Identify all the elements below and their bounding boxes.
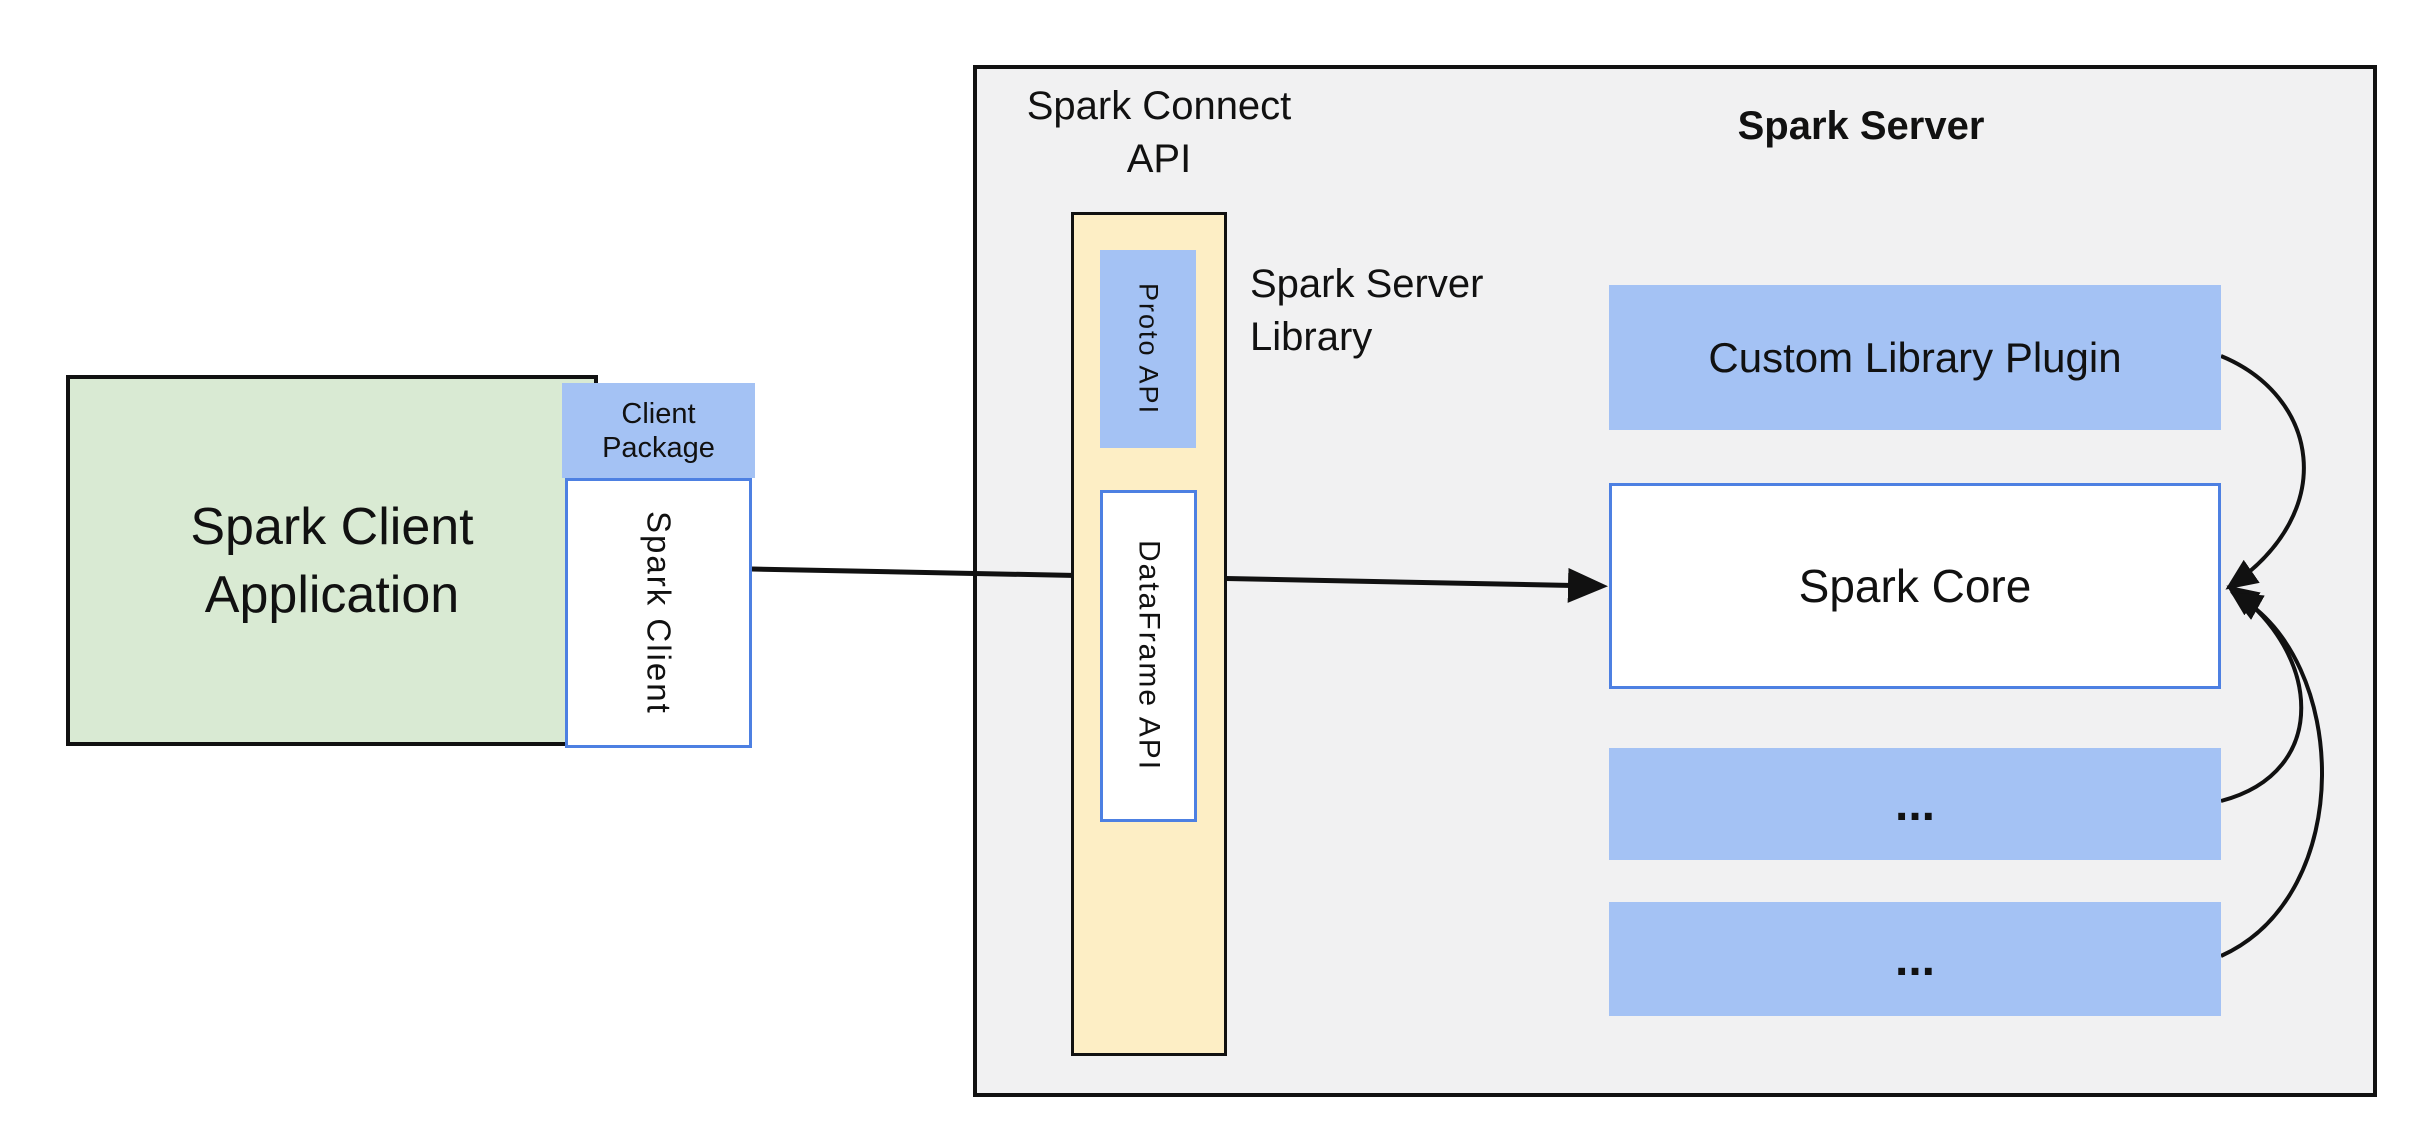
module-box-2-label: ...: [1894, 932, 1935, 986]
proto-api-label: Proto API: [1133, 282, 1164, 416]
dataframe-api-box: DataFrame API: [1100, 490, 1197, 822]
spark-server-library-label-line1: Spark Server: [1250, 262, 1484, 306]
client-package-box: Client Package: [562, 383, 755, 478]
spark-core-label: Spark Core: [1798, 560, 2032, 612]
client-package-label-line1: Client: [621, 397, 696, 430]
dataframe-api-label: DataFrame API: [1132, 540, 1166, 772]
module-box-1-label: ...: [1894, 777, 1935, 831]
client-package-label-line2: Package: [602, 431, 715, 464]
spark-server-title: Spark Server: [1661, 104, 2061, 149]
spark-server-library-label: Spark Server Library: [1250, 258, 1590, 364]
spark-client-application-label-line2: Application: [204, 565, 460, 624]
module-box-1: ...: [1609, 748, 2221, 860]
spark-server-library-label-line2: Library: [1250, 315, 1373, 359]
spark-core-box: Spark Core: [1609, 483, 2221, 689]
spark-client-label: Spark Client: [640, 511, 678, 715]
arrow-plugin-to-spark-core: [2220, 354, 2306, 590]
spark-server-title-label: Spark Server: [1737, 104, 1985, 148]
arrow-module2-to-spark-core: [2220, 592, 2324, 958]
custom-library-plugin-label: Custom Library Plugin: [1708, 333, 2122, 381]
module-box-2: ...: [1609, 902, 2221, 1016]
spark-client-application-box: Spark Client Application: [66, 375, 598, 746]
arrow-module1-to-spark-core: [2220, 585, 2304, 803]
spark-connect-api-title: Spark Connect API: [959, 80, 1359, 186]
spark-connect-api-title-line1: Spark Connect: [1026, 84, 1292, 128]
custom-library-plugin-box: Custom Library Plugin: [1609, 285, 2221, 430]
spark-client-application-label-line1: Spark Client: [190, 497, 474, 556]
spark-connect-api-title-line2: API: [1126, 137, 1192, 181]
proto-api-box: Proto API: [1100, 250, 1196, 448]
spark-client-box: Spark Client: [565, 478, 752, 748]
